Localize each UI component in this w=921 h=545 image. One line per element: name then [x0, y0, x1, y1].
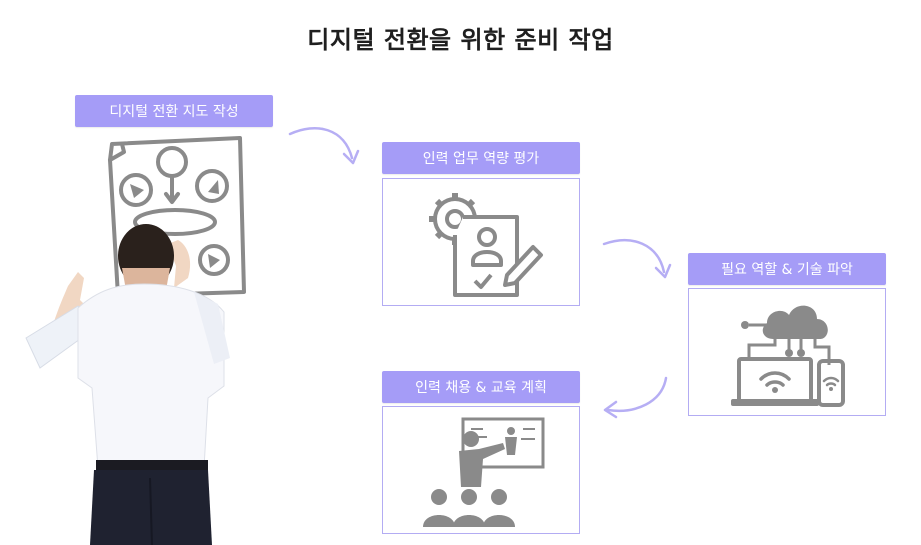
training-icon [423, 417, 545, 527]
step-2-card [382, 178, 580, 306]
flow-arrow-2 [600, 236, 680, 286]
flow-arrow-3 [596, 372, 676, 422]
assessment-icon [429, 193, 543, 297]
cloud-devices-icon [731, 305, 845, 407]
page-title: 디지털 전환을 위한 준비 작업 [307, 26, 614, 54]
step-3-label: 필요 역할 & 기술 파악 [688, 253, 886, 285]
step-1-label: 디지털 전환 지도 작성 [75, 95, 273, 127]
step-2-label: 인력 업무 역량 평가 [382, 142, 580, 174]
step-4-label: 인력 채용 & 교육 계획 [382, 371, 580, 403]
flow-arrow-1 [286, 120, 366, 170]
person-figure [18, 208, 238, 545]
step-4-card [382, 406, 580, 534]
step-3-card [688, 288, 886, 416]
